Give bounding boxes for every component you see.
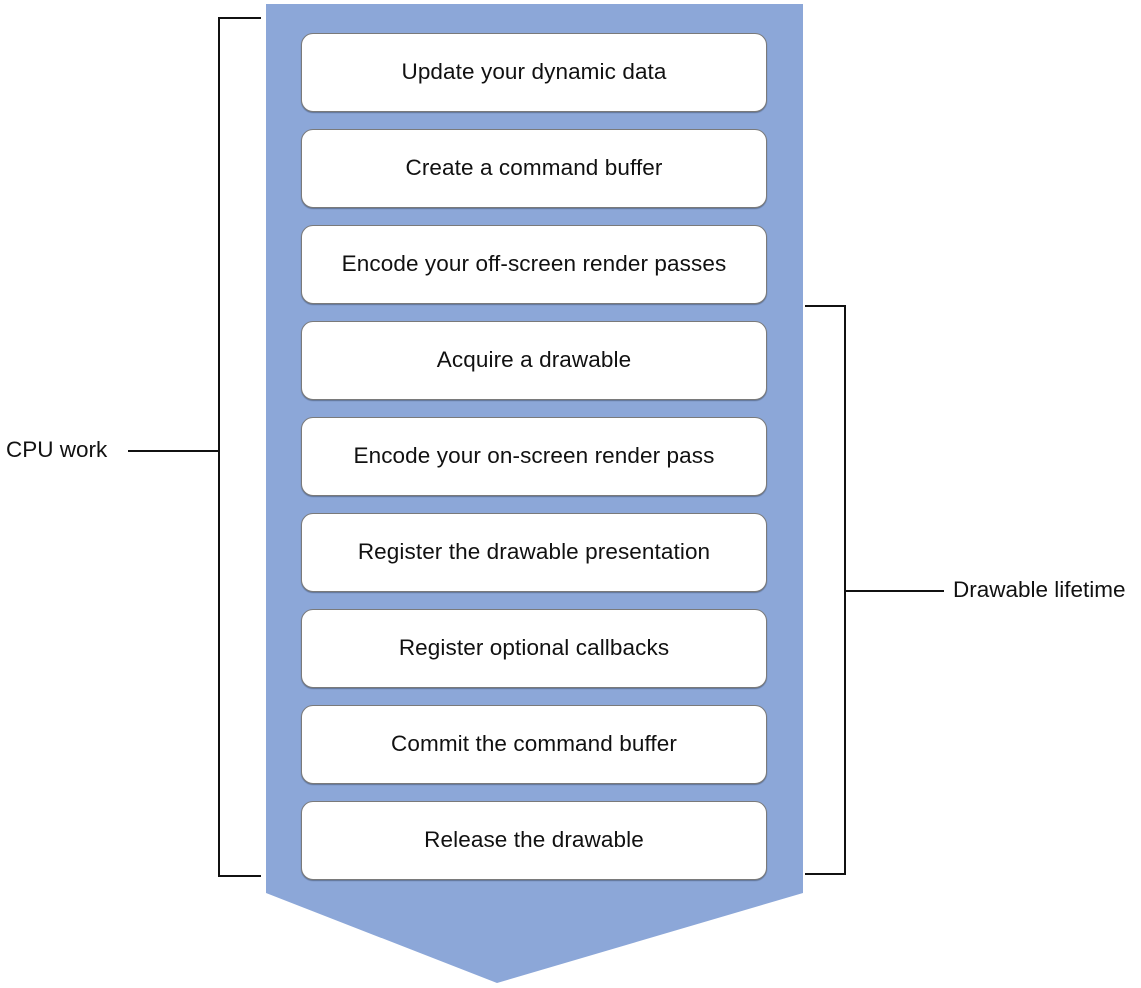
step-label: Update your dynamic data — [401, 59, 667, 85]
step-label: Register optional callbacks — [398, 635, 670, 661]
cpu-work-bracket — [218, 17, 261, 877]
step-box-register-drawable-presentation[interactable]: Register the drawable presentation — [301, 513, 767, 592]
drawable-lifetime-label: Drawable lifetime — [953, 577, 1126, 602]
step-box-encode-offscreen-render-passes[interactable]: Encode your off-screen render passes — [301, 225, 767, 304]
step-label: Release the drawable — [424, 827, 644, 853]
drawable-lifetime-leader-line — [844, 590, 944, 592]
step-label: Register the drawable presentation — [357, 539, 711, 565]
cpu-work-label: CPU work — [6, 437, 108, 462]
step-label: Encode your off-screen render passes — [341, 251, 727, 277]
step-box-register-optional-callbacks[interactable]: Register optional callbacks — [301, 609, 767, 688]
step-box-release-drawable[interactable]: Release the drawable — [301, 801, 767, 880]
step-box-commit-command-buffer[interactable]: Commit the command buffer — [301, 705, 767, 784]
step-label: Commit the command buffer — [391, 731, 677, 757]
step-box-create-command-buffer[interactable]: Create a command buffer — [301, 129, 767, 208]
step-label: Create a command buffer — [405, 155, 663, 181]
steps-list: Update your dynamic data Create a comman… — [301, 33, 767, 880]
drawable-lifetime-bracket — [805, 305, 846, 875]
cpu-work-leader-line — [128, 450, 220, 452]
step-label: Encode your on-screen render pass — [353, 443, 715, 469]
step-box-acquire-drawable[interactable]: Acquire a drawable — [301, 321, 767, 400]
step-box-encode-onscreen-render-pass[interactable]: Encode your on-screen render pass — [301, 417, 767, 496]
step-label: Acquire a drawable — [436, 347, 632, 373]
step-box-update-dynamic-data[interactable]: Update your dynamic data — [301, 33, 767, 112]
